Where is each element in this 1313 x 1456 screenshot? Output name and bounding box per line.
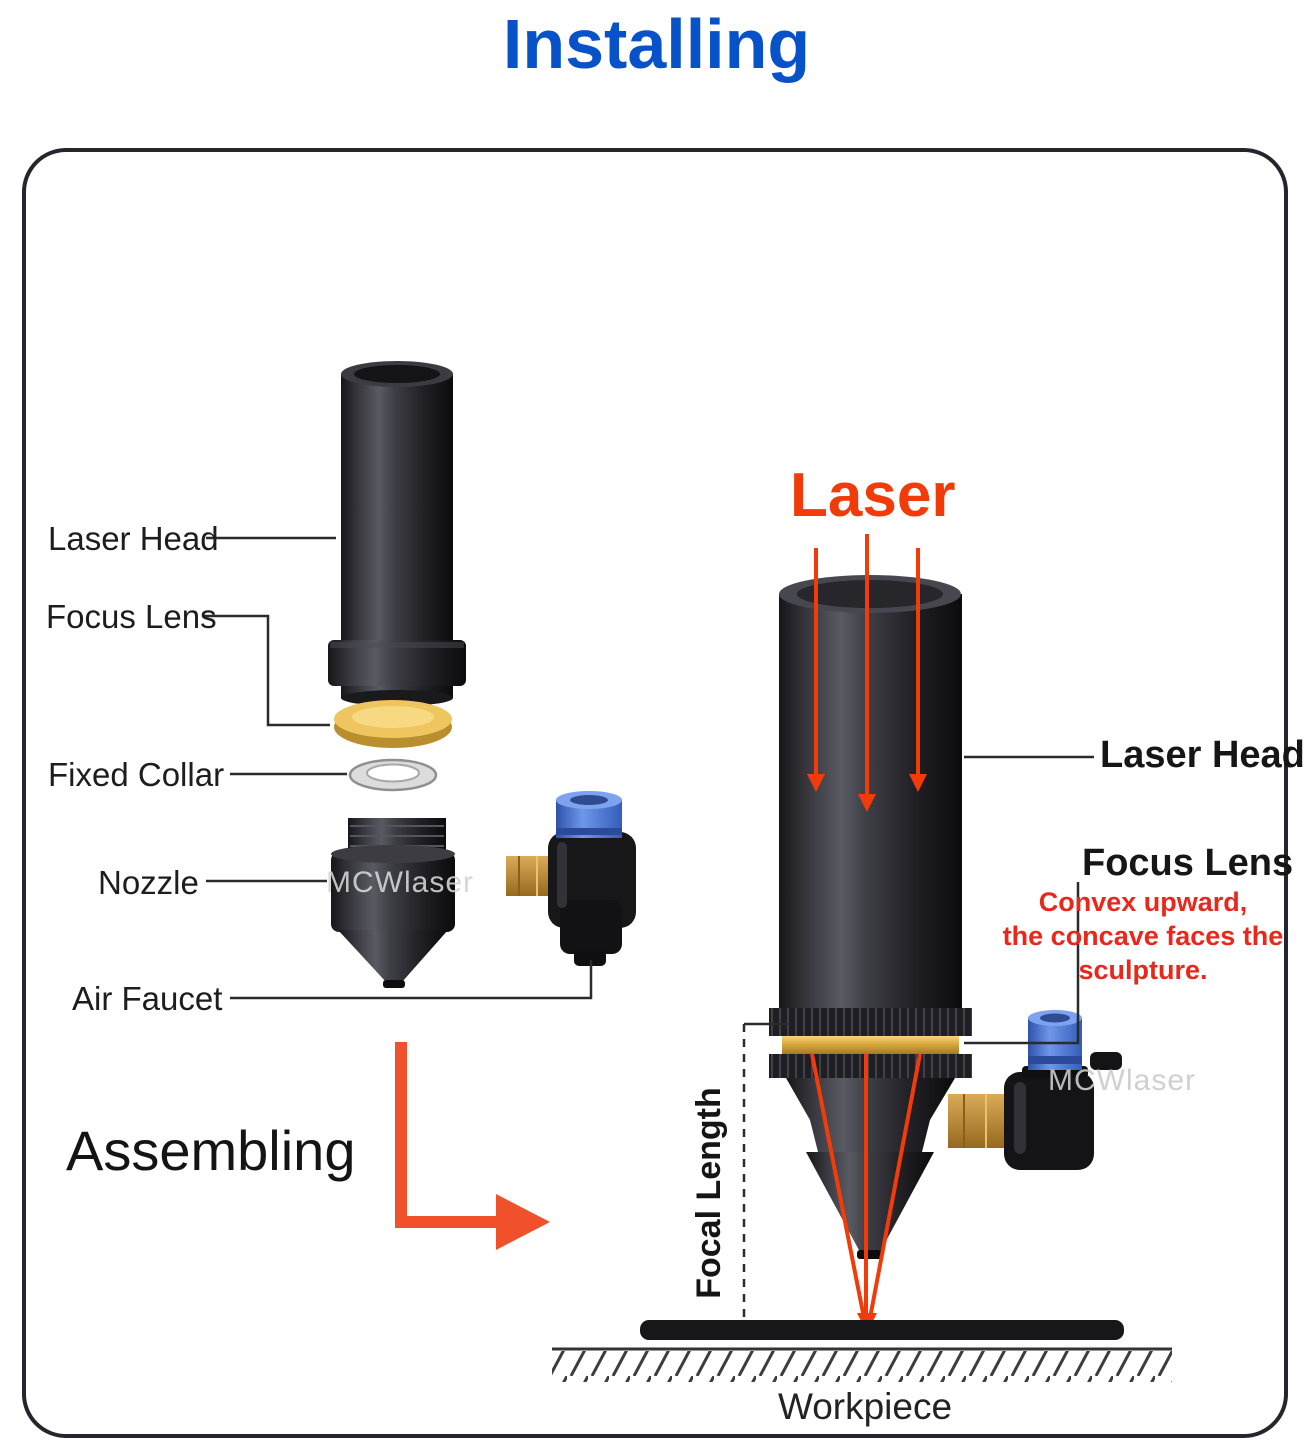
workpiece-graphic [552,1320,1172,1382]
assembled-air-fitting-part [948,1010,1122,1170]
label-focus-lens-assembled: Focus Lens [1082,842,1294,884]
exploded-nozzle-part [331,818,455,988]
focal-length-label: Focal Length [690,1087,728,1299]
exploded-fixed-collar-part [348,758,438,792]
exploded-focus-lens-part [334,700,452,748]
exploded-air-faucet-part [506,791,636,966]
focus-lens-note: Convex upward, the concave faces the scu… [1002,887,1284,985]
label-air-faucet: Air Faucet [72,980,223,1017]
page-title: Installing [502,5,811,83]
assembled-laser-head-part [769,575,972,1259]
workpiece-label: Workpiece [777,1386,953,1427]
watermark-left: MCWlaser [326,866,474,899]
label-laser-head-exploded: Laser Head [48,520,219,557]
laser-beams [810,534,922,1319]
leader-lines-left [202,536,593,1000]
leader-lines-right [964,755,1094,1045]
diagram-border [22,148,1288,1438]
label-fixed-collar: Fixed Collar [48,756,225,793]
focal-length-lines [742,1022,788,1334]
laser-label: Laser [790,461,956,530]
assembling-label: Assembling [66,1119,356,1182]
label-nozzle: Nozzle [98,864,199,901]
assembling-arrow [395,1042,550,1250]
watermark-right: MCWlaser [1048,1064,1196,1097]
label-focus-lens-exploded: Focus Lens [46,598,217,635]
label-laser-head-assembled: Laser Head [1100,734,1305,776]
